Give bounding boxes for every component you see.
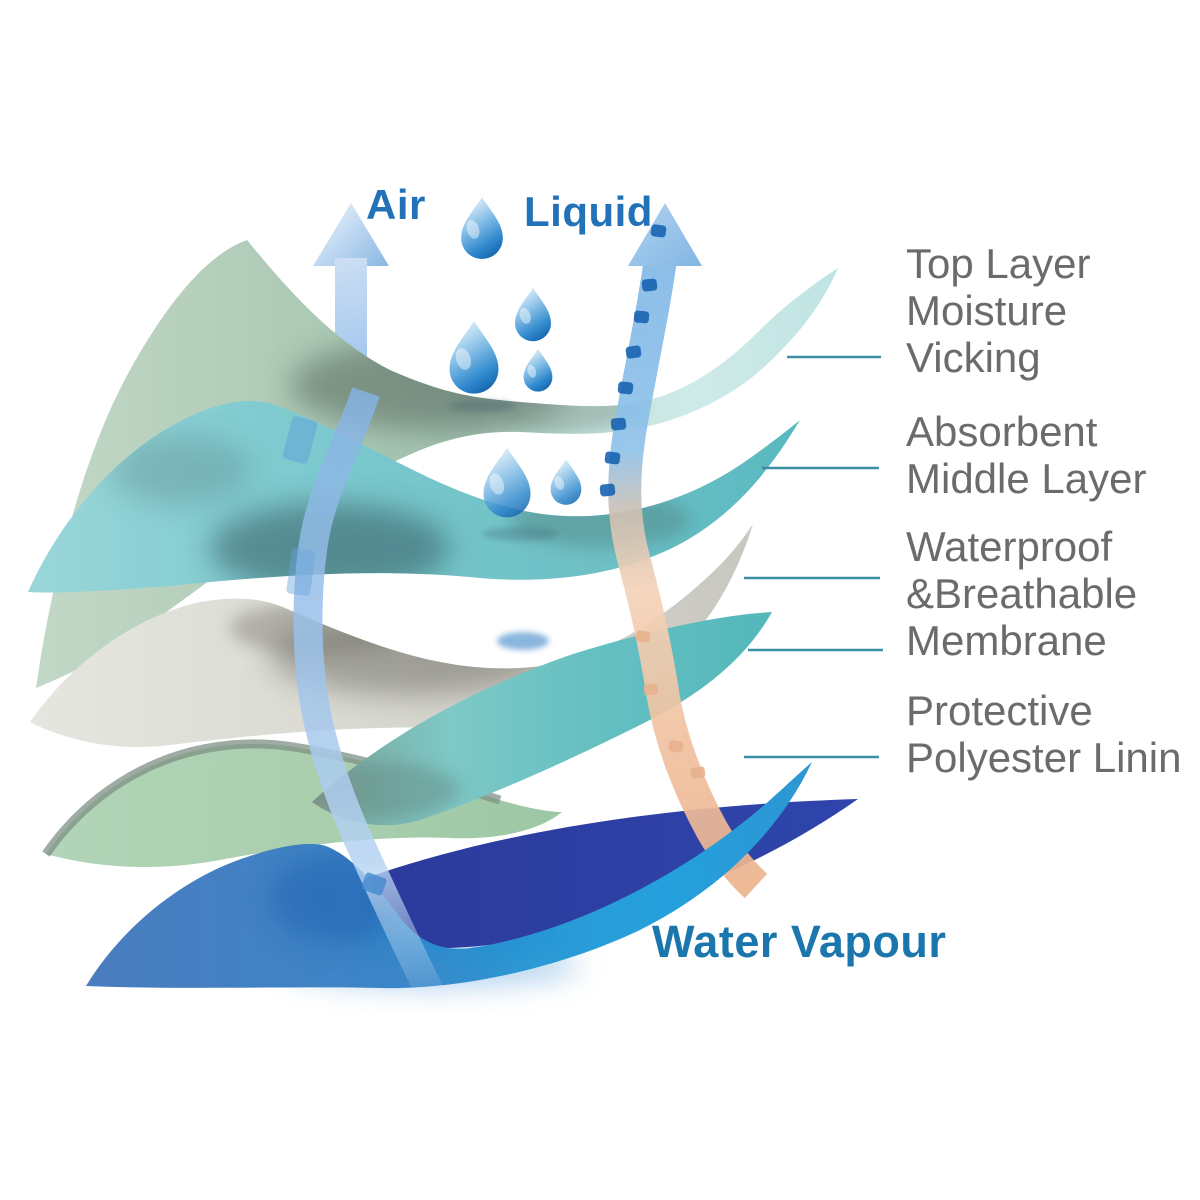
liquid-droplets [449, 197, 582, 518]
label-line: Protective [906, 687, 1093, 734]
water-droplet-icon [483, 447, 531, 518]
water-droplet-icon [461, 197, 503, 259]
droplet-shadow [482, 527, 558, 541]
water-droplet-icon [449, 321, 499, 394]
moisture-spot [497, 632, 549, 650]
layer-label-absorbent-middle-layer: Absorbent Middle Layer [906, 408, 1146, 502]
droplet-shadow [448, 400, 516, 412]
label-line: Vicking [906, 334, 1041, 381]
liquid-label: Liquid [524, 188, 653, 235]
label-line: &Breathable [906, 570, 1138, 617]
layer-label-top-layer: Top Layer Moisture Vicking [906, 240, 1090, 381]
water-vapour-label: Water Vapour [652, 916, 947, 967]
label-line: Top Layer [906, 240, 1091, 287]
air-flow-ribbon [282, 387, 456, 1023]
label-line: Waterproof [906, 523, 1113, 570]
water-droplet-icon [523, 349, 553, 392]
label-line: Membrane [906, 617, 1107, 664]
layer-label-protective-lining: Protective Polyester Linin [906, 687, 1181, 781]
layer-label-waterproof-membrane: Waterproof &Breathable Membrane [906, 523, 1137, 664]
label-line: Moisture [906, 287, 1068, 334]
vapour-bubbles [599, 224, 667, 497]
water-droplet-icon [515, 288, 551, 342]
vapour-bubbles-peach [635, 630, 706, 779]
label-line: Middle Layer [906, 455, 1147, 502]
label-line: Polyester Linin [906, 734, 1182, 781]
water-droplet-icon [550, 459, 582, 505]
leader-lines [744, 355, 883, 759]
label-line: Absorbent [906, 408, 1098, 455]
vapour-flow-ribbon [608, 203, 768, 899]
air-label: Air [366, 181, 426, 228]
